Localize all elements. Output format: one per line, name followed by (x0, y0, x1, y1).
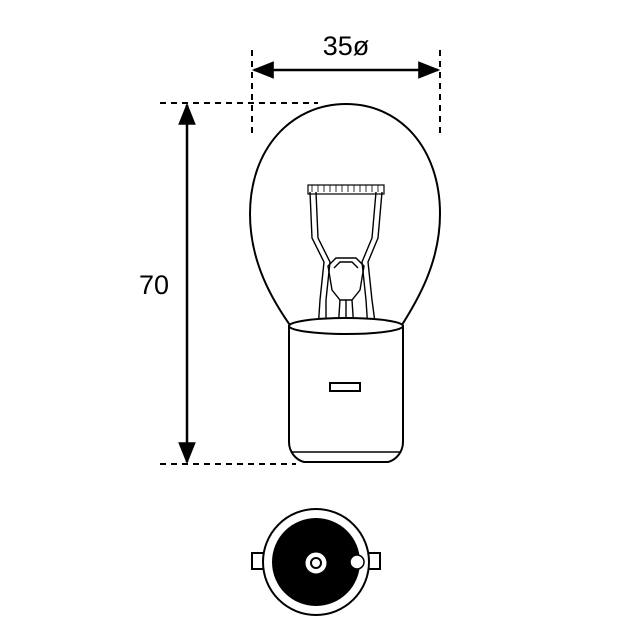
secondary-contact (349, 554, 365, 570)
glass-envelope (248, 102, 442, 329)
bulb-base (288, 317, 404, 463)
width-dimension: 35ø (251, 31, 441, 138)
filament-coil (307, 184, 385, 195)
height-dimension: 70 (139, 102, 318, 465)
center-contact (304, 551, 328, 575)
diameter-label: 35ø (323, 31, 370, 61)
base-bottom-view (251, 508, 381, 616)
filament-assembly (307, 184, 385, 331)
height-label: 70 (139, 270, 169, 300)
bayonet-pin-slot (329, 382, 361, 392)
